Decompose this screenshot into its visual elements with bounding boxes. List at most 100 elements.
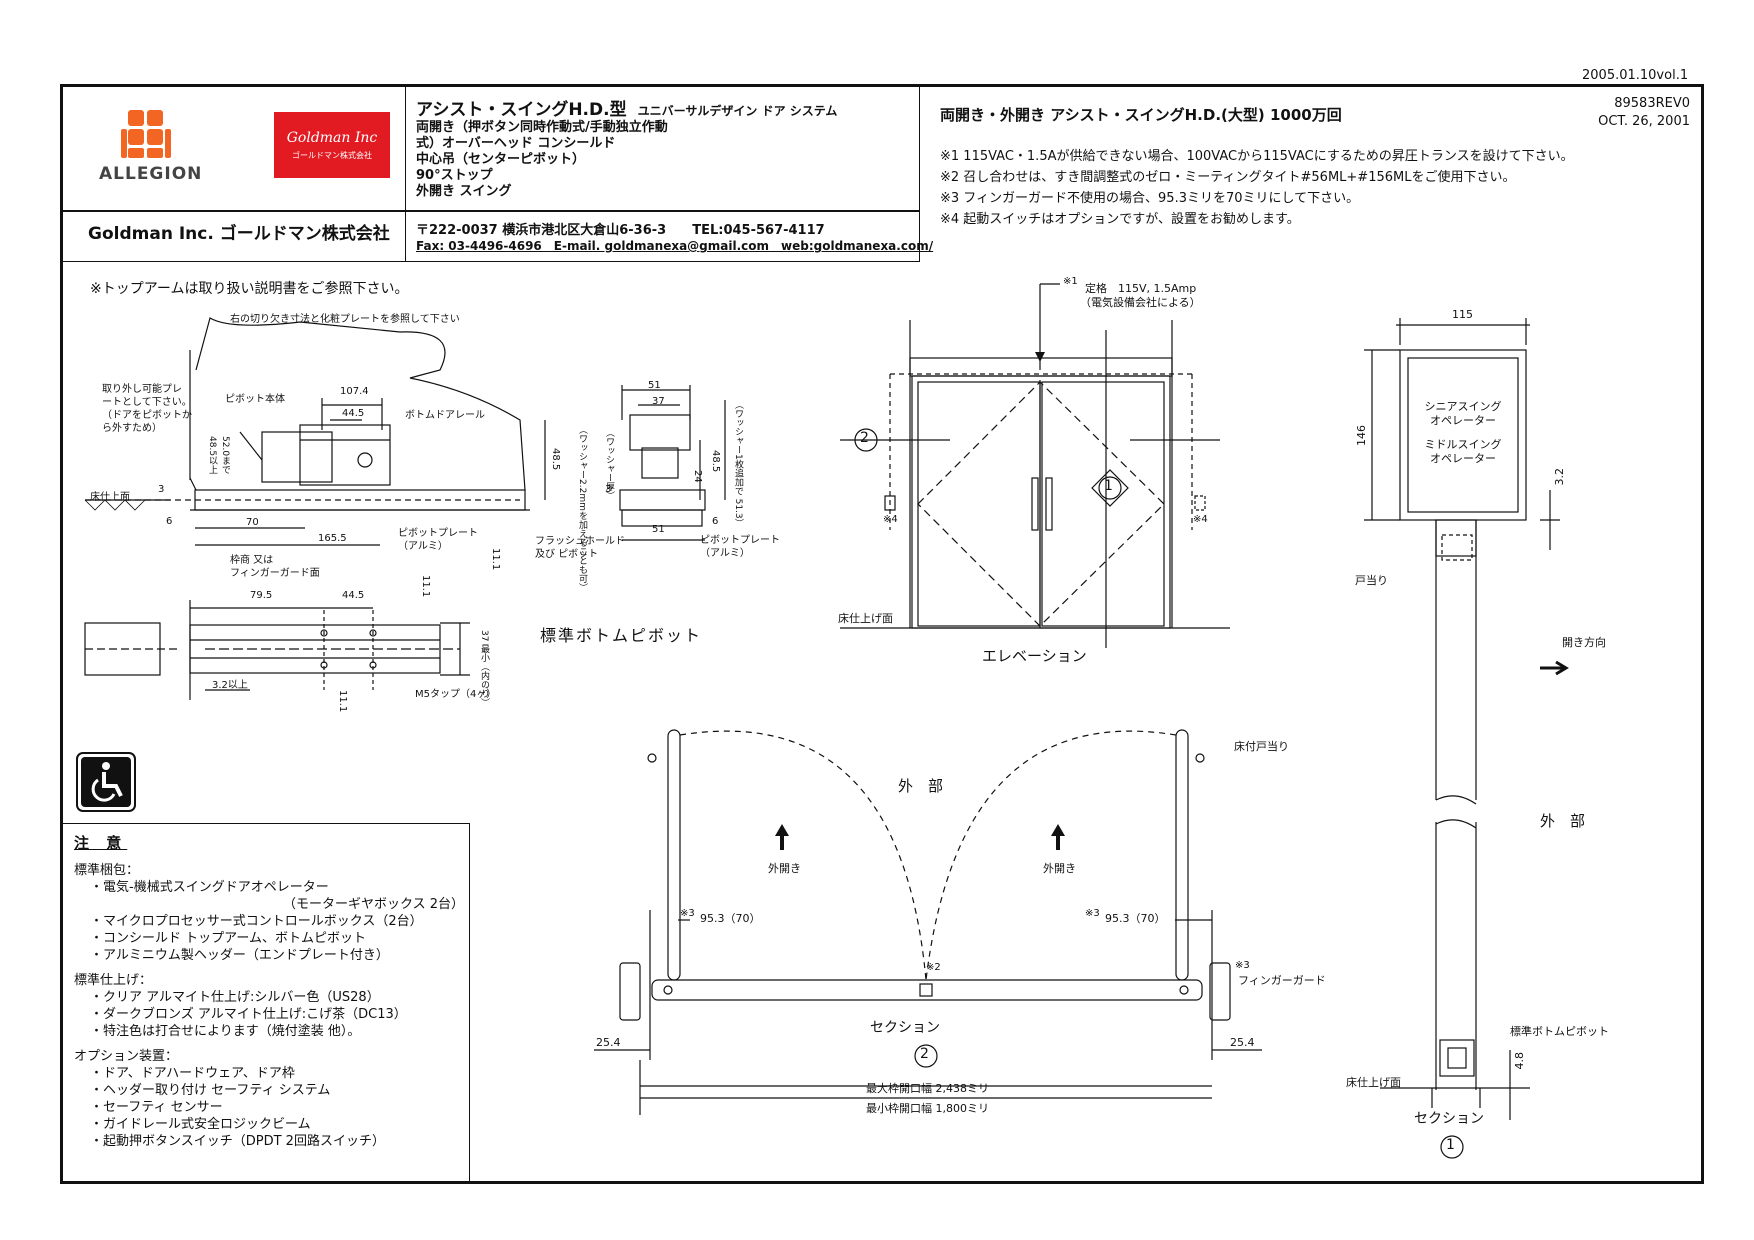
operator-label-2: ミドルスイング オペレーター — [1418, 438, 1508, 466]
bottom-rail-label: ボトムドアレール — [405, 410, 485, 421]
option-item: ・セーフティ センサー — [90, 1100, 223, 1115]
dim-label: 3 — [158, 484, 165, 495]
top-arm-note: ※トップアームは取り扱い説明書をご参照下さい。 — [90, 281, 409, 297]
drawing-frame — [60, 84, 1704, 1184]
rating-label: 定格 115V, 1.5Amp — [1085, 282, 1197, 295]
dim-label: 11.1 — [337, 690, 348, 713]
label-line: （アルミ） — [398, 541, 448, 552]
spec-lines: 両開き（押ボタン同時作動式/手動独立作動 式）オーバーヘッド コンシールド 中心… — [416, 120, 668, 200]
section2-circle — [914, 1044, 938, 1068]
version-stamp: 2005.01.10vol.1 — [1582, 68, 1689, 83]
company-address: 〒222-0037 横浜市港北区大倉山6-36-3 TEL:045-567-41… — [416, 223, 825, 238]
ref3-right: ※3 — [1085, 908, 1100, 919]
floor-stop-label: 床付戸当り — [1234, 740, 1289, 753]
caution-body: 標準梱包： ・電気-機械式スイングドアオペレーター （モーターギヤボックス 2台… — [74, 862, 464, 1150]
std-pack-item: ・電気-機械式スイングドアオペレーター — [90, 880, 329, 895]
std-finish-heading: 標準仕上げ： — [74, 973, 153, 988]
elevation-drawing — [840, 283, 1230, 648]
option-item: ・ドア、ドアハードウェア、ドア枠 — [90, 1066, 295, 1081]
opening-direction: 開き方向 — [1562, 636, 1606, 649]
section2-title: セクション — [870, 1020, 940, 1036]
note-line: ートとして下さい。 — [102, 397, 192, 408]
switch-note-left: ※4 — [883, 514, 898, 525]
washer-note-1: （ワッシャー2.2mmを加えることも可） — [577, 425, 587, 592]
label-line: 枠商 又は — [230, 555, 274, 566]
dim-label: 44.5 — [342, 590, 365, 601]
option-item: ・ガイドレール式安全ロジックビーム — [90, 1117, 311, 1132]
dim-label: 107.4 — [340, 386, 369, 397]
min-label: 3.2以上 — [212, 680, 248, 691]
dim-146: 146 — [1355, 425, 1368, 446]
company-block — [60, 210, 920, 262]
section1-title: セクション — [1414, 1111, 1484, 1127]
std-pack-heading: 標準梱包： — [74, 863, 140, 878]
note-line: 取り外し可能プレ — [102, 384, 182, 395]
options-heading: オプション装置： — [74, 1049, 179, 1064]
section1-outside: 外 部 — [1540, 812, 1586, 830]
section1-circle — [1440, 1135, 1464, 1159]
label-line: オペレーター — [1430, 414, 1496, 427]
dim-label: 51 — [648, 380, 661, 391]
flush-hold-label: フラッシュホールド 及び ピボット — [535, 535, 625, 561]
rating-note: （電気設備会社による） — [1080, 296, 1201, 309]
allegion-wordmark: ALLEGION — [99, 164, 203, 184]
note-line: （ドアをピボットか — [102, 410, 192, 421]
dim-953-left: 95.3（70） — [700, 912, 761, 925]
floor-finish-label: 床仕上面 — [90, 492, 130, 503]
dim-label: 44.5 — [342, 408, 365, 419]
pivot-detail — [84, 317, 726, 700]
label-line: （アルミ） — [700, 548, 750, 559]
std-pack-item: ・コンシールド トップアーム、ボトムピボット — [90, 931, 366, 946]
label-line: 及び ピボット — [535, 549, 599, 560]
section2-drawing — [594, 729, 1262, 1115]
dim-label: 79.5 — [250, 590, 273, 601]
company-contact: Fax: 03-4496-4696 E-mail. goldmanexa@gma… — [416, 239, 934, 253]
dim-label: 51 — [652, 524, 665, 535]
frame-note: 枠商 又は フィンガーガード面 — [230, 554, 320, 580]
label-line: ピボットプレート — [398, 528, 478, 539]
drawing-date: OCT. 26, 2001 — [1598, 114, 1690, 129]
dim-48: 4.8 — [1513, 1052, 1526, 1070]
dim-label: 48.5 — [710, 450, 721, 473]
product-subtitle: ユニバーサルデザイン ドア システム — [637, 104, 838, 118]
spec-line: 90°ストップ — [416, 168, 493, 183]
dim-label: 37 — [652, 396, 665, 407]
callout-circle-1 — [1098, 476, 1122, 500]
elevation-title: エレベーション — [982, 647, 1087, 665]
dim-label: 48.5 — [550, 448, 561, 471]
title-block — [60, 84, 920, 212]
allegion-logo: ALLEGION — [95, 108, 215, 188]
accessibility-icon — [76, 752, 136, 812]
height-range-2: 52.0まで — [220, 436, 230, 475]
label-line: ピボットプレート — [700, 535, 780, 546]
dim-32: 3.2 — [1553, 468, 1566, 486]
general-notes: ※1 115VAC・1.5Aが供給できない場合、100VACから115VACにす… — [940, 146, 1574, 230]
depth-label: 37 最小（内のり） — [479, 630, 489, 708]
std-pack-item: ・マイクロプロセッサー式コントロールボックス（2台） — [90, 914, 423, 929]
note-4: ※4 起動スイッチはオプションですが、設置をお勧めします。 — [940, 212, 1300, 227]
washer-note-2: （ワッシャー1枚追加で 51.3） — [733, 400, 743, 528]
dim-label: 11.1 — [490, 548, 501, 571]
cutout-note: 右の切り欠き寸法と化粧プレートを参照して下さい — [230, 314, 460, 325]
dim-label: 70 — [246, 517, 259, 528]
note-2: ※2 召し合わせは、すき間調整式のゼロ・ミーティングタイト#56ML+#156M… — [940, 170, 1516, 185]
operator-label-1: シニアスイング オペレーター — [1418, 400, 1508, 428]
note-3: ※3 フィンガーガード不使用の場合、95.3ミリを70ミリにして下さい。 — [940, 191, 1360, 206]
std-pack-item: ・アルミニウム製ヘッダー（エンドプレート付き） — [90, 948, 389, 963]
section1-circle-number: 1 — [1446, 1137, 1455, 1153]
dim-label: 165.5 — [318, 533, 347, 544]
callout-number-2: 2 — [860, 430, 869, 446]
dim-label: 6 — [166, 516, 173, 527]
dim-254-left: 25.4 — [596, 1036, 621, 1049]
goldman-logo-text: Goldman Inc — [286, 129, 378, 146]
goldman-logo-sub: ゴールドマン株式会社 — [292, 150, 372, 160]
company-name: Goldman Inc. ゴールドマン株式会社 — [88, 224, 390, 244]
pivot-body-label: ピボット本体 — [225, 394, 285, 405]
open-out-left: 外開き — [768, 862, 801, 875]
dim-254-right: 25.4 — [1230, 1036, 1255, 1049]
washer-thickness: （ワッシャー厚） — [604, 428, 614, 500]
option-item: ・起動押ボタンスイッチ（DPDT 2回路スイッチ） — [90, 1134, 385, 1149]
finger-guard-label: フィンガーガード — [1238, 974, 1326, 987]
std-finish-item: ・ダークブロンズ アルマイト仕上げ:こげ茶（DC13） — [90, 1007, 407, 1022]
pivot-plate-side-label: ピボットプレート （アルミ） — [700, 534, 780, 560]
